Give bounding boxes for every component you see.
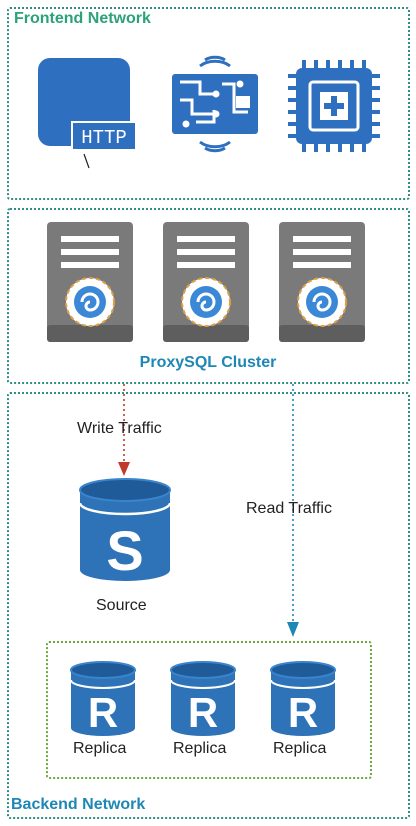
backend-network-label: Backend Network <box>11 796 146 813</box>
source-label: Source <box>96 597 147 614</box>
proxysql-server-icon <box>163 222 249 342</box>
source-letter: S <box>106 519 143 582</box>
write-traffic-arrow <box>118 384 130 476</box>
proxysql-cluster-zone <box>7 208 410 384</box>
write-traffic-label: Write Traffic <box>77 420 162 437</box>
source-database-icon: S <box>78 478 172 582</box>
read-traffic-arrow <box>287 384 299 637</box>
circuit-board-icon <box>172 55 258 153</box>
replica-group-zone <box>46 641 372 779</box>
replica-label: Replica <box>273 740 327 757</box>
read-traffic-label: Read Traffic <box>246 500 332 517</box>
replica-database-icon: R <box>270 661 336 736</box>
replica-letter: R <box>88 689 118 736</box>
proxysql-cluster-label: ProxySQL Cluster <box>139 354 277 371</box>
health-chip-icon <box>288 60 380 152</box>
backend-network-zone <box>7 392 410 819</box>
replica-letter: R <box>188 689 218 736</box>
replica-database-icon: R <box>170 661 236 736</box>
replica-database-icon: R <box>70 661 136 736</box>
svg-text:HTTP: HTTP <box>81 127 127 149</box>
replica-letter: R <box>288 689 318 736</box>
proxysql-server-icon <box>47 222 133 342</box>
frontend-network-zone <box>7 7 410 200</box>
browser-http-icon: HTTP <box>38 58 137 169</box>
frontend-network-label: Frontend Network <box>14 10 151 27</box>
replica-label: Replica <box>73 740 127 757</box>
proxysql-server-icon <box>279 222 365 342</box>
replica-label: Replica <box>173 740 227 757</box>
